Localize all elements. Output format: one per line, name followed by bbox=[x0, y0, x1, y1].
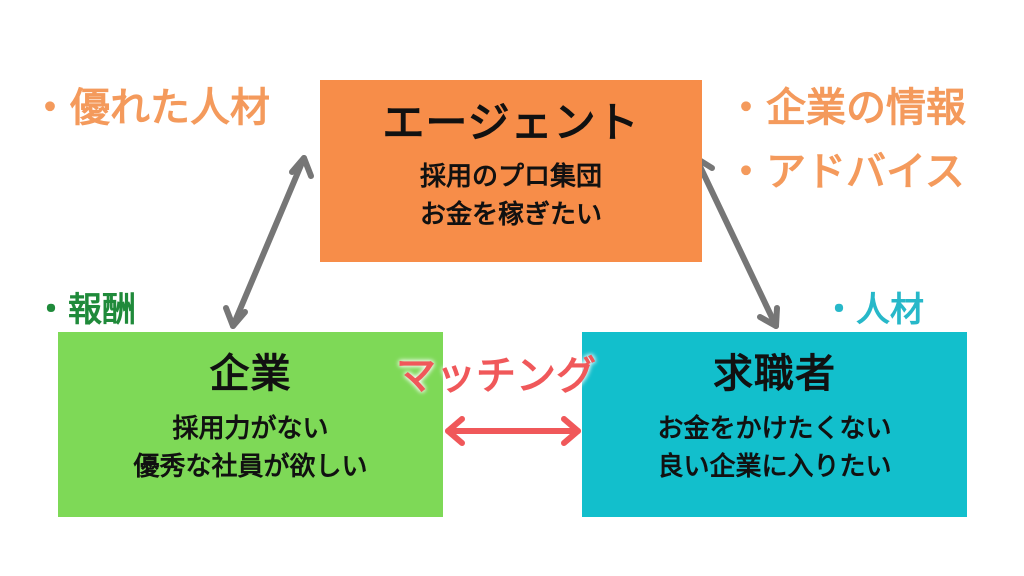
seeker-title: 求職者 bbox=[713, 351, 836, 397]
seeker-line-1: お金をかけたくない bbox=[657, 414, 892, 444]
company-title: 企業 bbox=[209, 351, 292, 397]
seeker-box: 求職者 お金をかけたくない 良い企業に入りたい bbox=[582, 332, 967, 517]
agent-line-2: お金を稼ぎたい bbox=[419, 200, 602, 230]
note-reward: ・報酬 bbox=[34, 290, 136, 330]
agent-company-arrowhead-bottom bbox=[223, 305, 248, 329]
agent-seeker-arrowhead-bottom bbox=[757, 305, 780, 329]
company-box: 企業 採用力がない 優秀な社員が欲しい bbox=[58, 332, 443, 517]
company-line-2: 優秀な社員が欲しい bbox=[133, 452, 368, 482]
agent-box: エージェント 採用のプロ集団 お金を稼ぎたい bbox=[320, 80, 702, 262]
note-talent: ・人材 bbox=[822, 290, 924, 330]
agent-line-1: 採用のプロ集団 bbox=[419, 162, 602, 192]
note-excellent-talent: ・優れた人材 bbox=[30, 85, 270, 131]
note-advice: ・アドバイス bbox=[726, 149, 965, 195]
matching-label: マッチング bbox=[396, 353, 596, 399]
agent-seeker-arrow bbox=[693, 155, 779, 329]
note-company-info: ・企業の情報 bbox=[726, 85, 966, 131]
company-line-1: 採用力がない bbox=[172, 414, 329, 444]
agent-company-arrow bbox=[230, 155, 307, 329]
matching-arrowhead-right bbox=[561, 416, 581, 446]
seeker-line-2: 良い企業に入りたい bbox=[657, 452, 892, 482]
matching-arrowhead-left bbox=[445, 416, 465, 446]
agent-title: エージェント bbox=[382, 98, 640, 147]
agent-company-arrowhead-top bbox=[289, 155, 314, 179]
